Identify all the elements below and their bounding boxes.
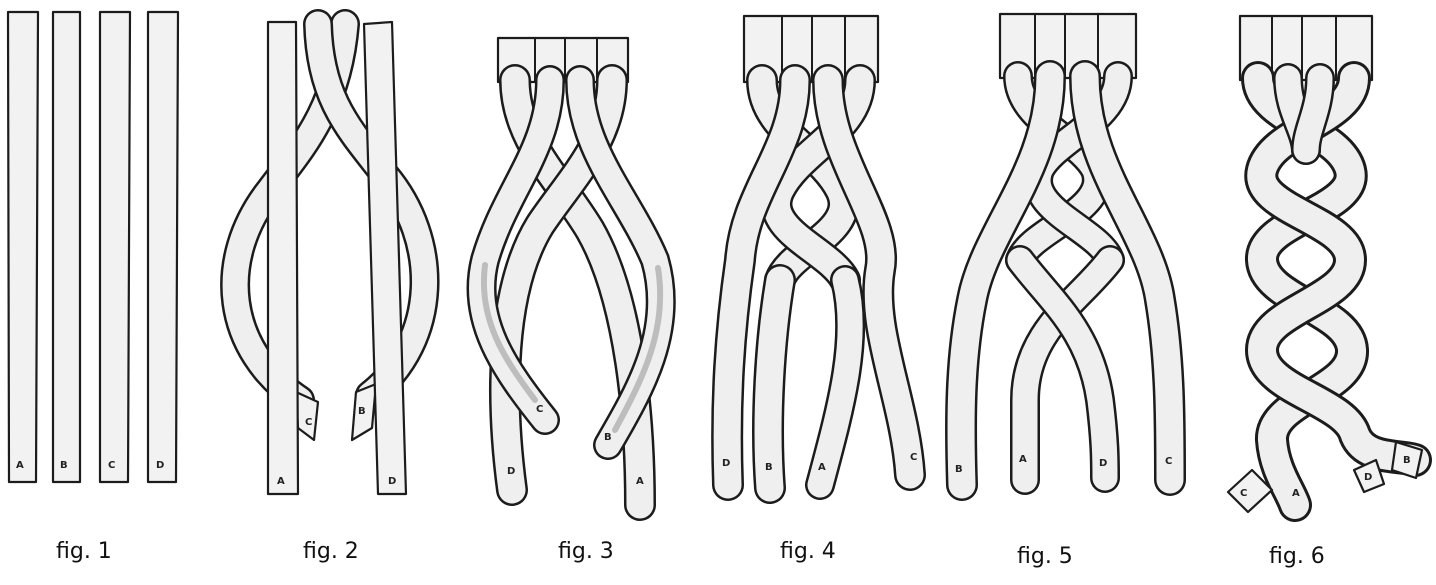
strand-label: B: [358, 406, 366, 417]
strand-label: D: [722, 458, 730, 469]
strand-a: [820, 280, 850, 485]
strand-label: D: [1364, 472, 1372, 483]
strand-c: [100, 12, 130, 482]
figure-3: D C B A: [481, 38, 660, 505]
figure-caption: fig. 2: [303, 539, 359, 564]
figure-4: D B A C: [722, 16, 917, 488]
figure-caption: fig. 6: [1269, 544, 1325, 569]
strand-label: D: [388, 476, 396, 487]
strand-label: D: [507, 466, 515, 477]
strand-label: C: [108, 460, 115, 471]
strand-a: [8, 12, 38, 482]
figure-2: A C B D: [235, 22, 424, 494]
strand-label: A: [1292, 488, 1300, 499]
strand-label: A: [1019, 454, 1027, 465]
strand-d: [148, 12, 178, 482]
strand-b: [53, 12, 80, 482]
strand-label: A: [277, 476, 285, 487]
strand-label: B: [604, 432, 612, 443]
strand-label: C: [305, 417, 312, 428]
strand-label: C: [536, 404, 543, 415]
strand-label: B: [765, 462, 773, 473]
figure-caption: fig. 5: [1017, 544, 1073, 569]
strand-label: C: [1165, 456, 1172, 467]
strand-label: A: [16, 460, 24, 471]
strand-label: D: [156, 460, 164, 471]
figure-caption: fig. 4: [780, 539, 836, 564]
strand-a: [268, 22, 298, 494]
strand-label: B: [1403, 455, 1411, 466]
figure-6: C A D B: [1228, 16, 1422, 512]
braid-weave: [1258, 78, 1415, 505]
strand-label: D: [1099, 458, 1107, 469]
strand-label: C: [910, 452, 917, 463]
strand-label: B: [60, 460, 68, 471]
strand-b: [768, 280, 780, 488]
figure-caption: fig. 1: [56, 539, 112, 564]
figure-1: A B C D: [8, 12, 178, 482]
figure-5: B A D C: [955, 14, 1172, 485]
strand-label: C: [1240, 488, 1247, 499]
figure-caption: fig. 3: [558, 539, 614, 564]
strand-label: B: [955, 464, 963, 475]
strand-label: A: [818, 462, 826, 473]
strand-label: A: [636, 476, 644, 487]
